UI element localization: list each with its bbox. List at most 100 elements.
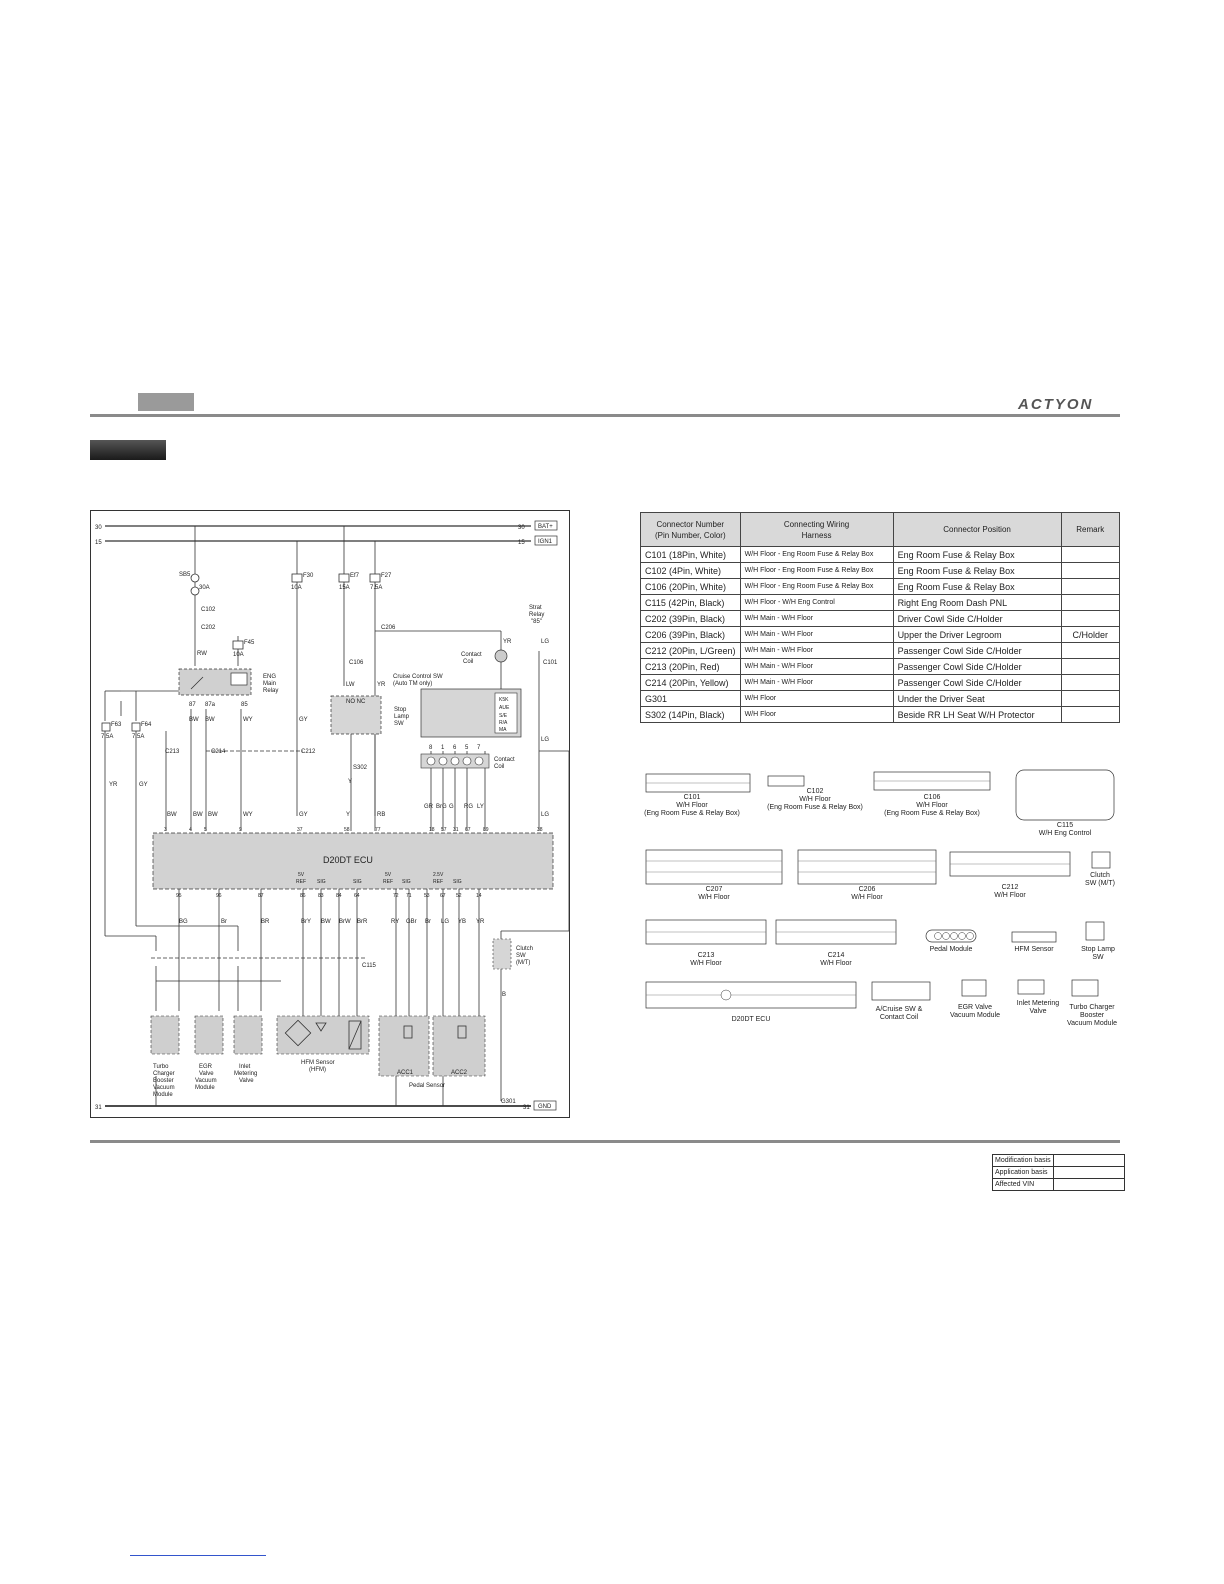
cv-c106-1: C106 bbox=[923, 794, 941, 801]
wire-gy-left: GY bbox=[139, 782, 148, 788]
egr-label-3: Vacuum bbox=[195, 1078, 217, 1084]
ecu-ref-5v-a-1: 5V bbox=[298, 872, 305, 878]
wire-gr: GR bbox=[424, 804, 434, 810]
fuse-ef7: Ef7 bbox=[350, 573, 360, 579]
revision-table: Modification basis Application basis Aff… bbox=[992, 1154, 1125, 1191]
start-relay-2: Relay bbox=[529, 612, 544, 618]
eng-relay-label-3: Relay bbox=[263, 688, 278, 694]
modification-basis-label: Modification basis bbox=[992, 1154, 1054, 1167]
fuse-f64-amp: 7.5A bbox=[132, 734, 144, 740]
coil-pin-3: 6 bbox=[453, 745, 457, 751]
cv-c206: C206 W/H Floor bbox=[798, 886, 936, 902]
header-rule bbox=[90, 414, 1120, 417]
cruise-sw-label-1: Cruise Control SW bbox=[393, 674, 443, 680]
ecu-sig-d: SIG bbox=[453, 879, 462, 885]
table-row: C115 (42Pin, Black)W/H Floor - W/H Eng C… bbox=[640, 594, 1121, 611]
cell-position: Driver Cowl Side C/Holder bbox=[892, 610, 1062, 627]
cv-inlet-1: Inlet Metering bbox=[1016, 1000, 1060, 1007]
footer-rule bbox=[90, 1140, 1120, 1143]
affected-vin-value bbox=[1052, 1178, 1125, 1191]
rail-bat-left: 30 bbox=[95, 525, 102, 531]
cv-c207-1: C207 bbox=[705, 886, 723, 893]
wire-yr-coil: YR bbox=[503, 639, 512, 645]
cell-connector: C213 (20Pin, Red) bbox=[640, 658, 741, 675]
fuse-ef7-amp: 15A bbox=[339, 585, 350, 591]
table-row: C212 (20Pin, L/Green)W/H Main - W/H Floo… bbox=[640, 642, 1121, 659]
wire-bw-c: BW bbox=[167, 812, 177, 818]
cv-c214: C214 W/H Floor bbox=[776, 952, 896, 968]
wire-bw-b: BW bbox=[205, 717, 215, 723]
application-basis-label: Application basis bbox=[992, 1166, 1054, 1179]
table-row: C102 (4Pin, White)W/H Floor - Eng Room F… bbox=[640, 562, 1121, 579]
cell-position: Beside RR LH Seat W/H Protector bbox=[892, 706, 1062, 723]
wire-bw-a: BW bbox=[189, 717, 199, 723]
cell-harness: W/H Main - W/H Floor bbox=[739, 658, 894, 675]
ecu-ref-5v-a-2: REF bbox=[296, 879, 306, 885]
hfm-label-1: HFM Sensor bbox=[301, 1060, 335, 1066]
cv-pedal-1: Pedal Module bbox=[929, 946, 973, 953]
fuse-f45-amp: 10A bbox=[233, 652, 244, 658]
start-relay-1: Strat bbox=[529, 605, 542, 611]
cell-position: Eng Room Fuse & Relay Box bbox=[892, 546, 1062, 563]
turbo-label-1: Turbo bbox=[153, 1064, 169, 1070]
rail-bat-label: BAT+ bbox=[538, 524, 553, 530]
wire-bw-e: BW bbox=[208, 812, 218, 818]
contact-coil-top-1: Contact bbox=[461, 652, 482, 658]
cell-harness: W/H Floor - Eng Room Fuse & Relay Box bbox=[739, 546, 894, 563]
hfm-label-2: (HFM) bbox=[309, 1067, 326, 1073]
cv-c212-1: C212 bbox=[1001, 884, 1019, 891]
wire-wy: WY bbox=[243, 717, 253, 723]
egr-label-1: EGR bbox=[199, 1064, 213, 1070]
fuse-f30-amp: 10A bbox=[291, 585, 302, 591]
cv-ecu-1: D20DT ECU bbox=[731, 1016, 771, 1023]
modification-basis-value bbox=[1052, 1154, 1125, 1167]
cell-remark bbox=[1060, 594, 1121, 611]
cell-connector: C115 (42Pin, Black) bbox=[640, 594, 741, 611]
rail-gnd-left: 31 bbox=[95, 1105, 102, 1111]
cell-harness: W/H Main - W/H Floor bbox=[739, 674, 894, 691]
turbo-label-5: Module bbox=[153, 1092, 173, 1098]
cell-harness: W/H Floor bbox=[739, 706, 894, 723]
ecu-top-pin: 38 bbox=[537, 827, 543, 833]
application-basis-value bbox=[1052, 1166, 1125, 1179]
ecu-top-pin: 4 bbox=[189, 827, 192, 833]
connector-g301: G301 bbox=[501, 1099, 516, 1105]
cell-remark bbox=[1060, 674, 1121, 691]
ecu-sig-b: SIG bbox=[353, 879, 362, 885]
wire-rg: RG bbox=[464, 804, 473, 810]
coil-pin-4: 5 bbox=[465, 745, 469, 751]
cell-remark bbox=[1060, 658, 1121, 675]
cv-clutch: Clutch SW (M/T) bbox=[1080, 872, 1120, 888]
cv-c102-2: W/H Floor bbox=[799, 796, 831, 803]
acc1-label: ACC1 bbox=[397, 1070, 414, 1076]
cv-c213-2: W/H Floor bbox=[690, 960, 722, 967]
cv-inlet: Inlet Metering Valve bbox=[1010, 1000, 1066, 1016]
wire-lg-c: LG bbox=[541, 812, 549, 818]
ecu-top-pin: 18 bbox=[429, 827, 435, 833]
cv-egr-1: EGR Valve bbox=[957, 1004, 993, 1011]
cv-turbo-1: Turbo Charger bbox=[1069, 1004, 1115, 1011]
wire-yr-e: YR bbox=[476, 919, 485, 925]
cell-connector: G301 bbox=[640, 690, 741, 707]
cv-c206-2: W/H Floor bbox=[851, 894, 883, 901]
wire-y-b: Y bbox=[346, 812, 350, 818]
cell-remark bbox=[1060, 546, 1121, 563]
cv-c115: C115 W/H Eng Control bbox=[1016, 822, 1114, 838]
ecu-sig-c: SIG bbox=[402, 879, 411, 885]
cv-c106-3: (Eng Room Fuse & Relay Box) bbox=[884, 810, 980, 817]
wire-yb: YB bbox=[458, 919, 466, 925]
cell-position: Eng Room Fuse & Relay Box bbox=[892, 578, 1062, 595]
coil-pin-2: 1 bbox=[441, 745, 445, 751]
ecu-top-pin: 89 bbox=[483, 827, 489, 833]
cv-c212: C212 W/H Floor bbox=[950, 884, 1070, 900]
connector-c102: C102 bbox=[201, 607, 216, 613]
ecu-top-pin: 9 bbox=[239, 827, 242, 833]
connector-c213: C213 bbox=[165, 749, 180, 755]
wire-bry: BrY bbox=[301, 919, 311, 925]
cv-c115-1: C115 bbox=[1056, 822, 1074, 829]
cv-c206-1: C206 bbox=[858, 886, 876, 893]
stop-lamp-label-2: Lamp bbox=[394, 714, 410, 720]
cell-position: Upper the Driver Legroom bbox=[892, 626, 1062, 643]
